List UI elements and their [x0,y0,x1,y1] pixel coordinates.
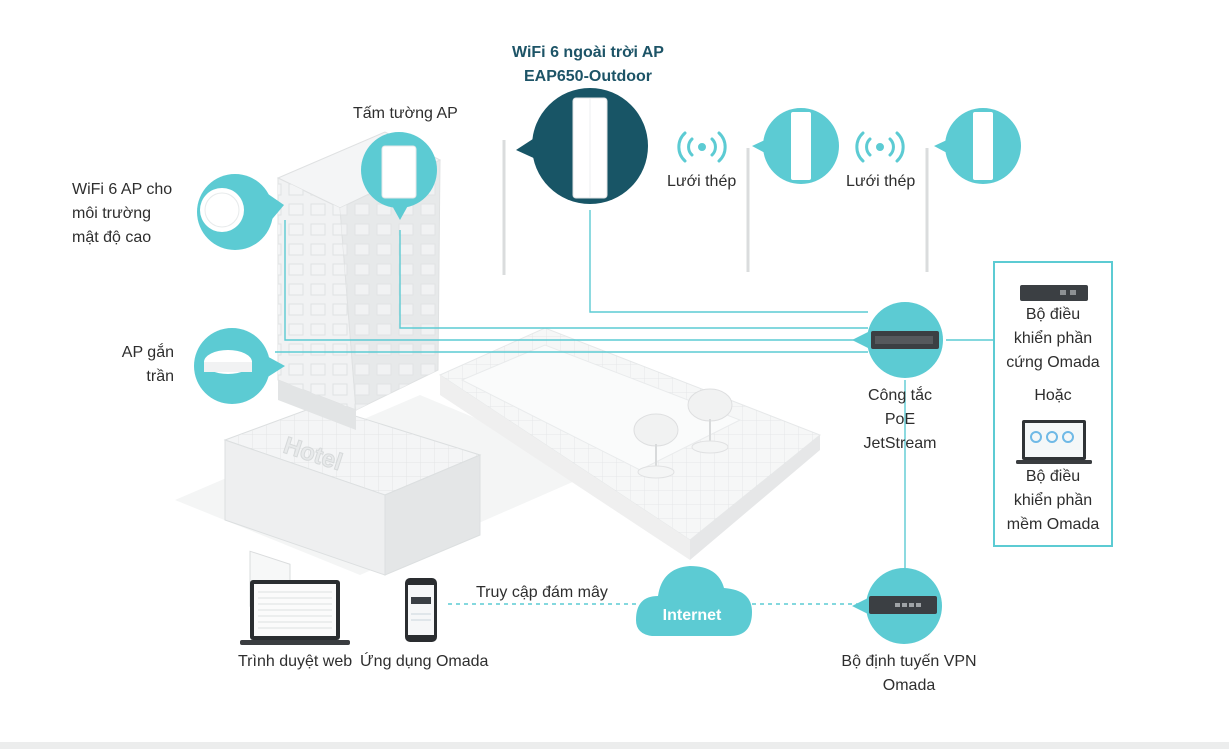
wifi-signal-icon-1 [677,131,727,163]
cloud-icon [636,566,752,636]
omada-app-label: Ứng dụng Omada [360,653,489,670]
web-browser-label: Trình duyệt web [238,653,353,670]
connection-lines [275,210,994,570]
footer-strip [0,742,1229,749]
hardware-controller-icon [1020,285,1088,301]
poles [502,140,929,275]
phone-icon [405,578,437,642]
parasol-2 [687,388,733,454]
cloud-access-label: Truy cập đám mây [476,584,608,601]
or-label: Hoặc [1034,387,1072,404]
software-controller-label: Bộ điều khiển phần mềm Omada [1006,468,1100,533]
wall-plate-ap-label: Tấm tường AP [353,105,458,122]
router-bubble [852,568,942,644]
controller-box [993,261,1113,547]
hd-ap-label: WiFi 6 AP cho môi trường mật độ cao [72,181,173,246]
pool-deck [438,327,821,560]
software-controller-laptop-icon [1016,420,1092,464]
outdoor-ap-bubble [516,88,648,204]
mesh-label-2: Lưới thép [846,173,916,190]
hotel-lobby [223,404,482,620]
mesh-label-1: Lưới thép [667,173,737,190]
parasol-1 [633,413,679,479]
wifi-signal-icon-2 [855,131,905,163]
internet-label: Internet [662,607,722,624]
outdoor-ap-label: WiFi 6 ngoài trời AP EAP650-Outdoor [512,44,664,85]
router-label: Bộ định tuyến VPN Omada [841,653,977,694]
ceiling-ap-label: AP gắn trần [121,344,174,385]
ceiling-hd-ap-bubble [197,174,284,250]
mesh-ap-2-bubble [934,108,1021,184]
mesh-ap-1-bubble [752,108,839,184]
hardware-controller-label: Bộ điều khiển phần cứng Omada [1006,306,1100,371]
poe-switch-label: Công tắc PoE JetStream [863,387,937,452]
poe-switch-bubble [852,302,943,378]
ceiling-ap-bubble [194,328,285,404]
laptop-icon [240,580,350,645]
wall-plate-ap-bubble [361,132,437,220]
